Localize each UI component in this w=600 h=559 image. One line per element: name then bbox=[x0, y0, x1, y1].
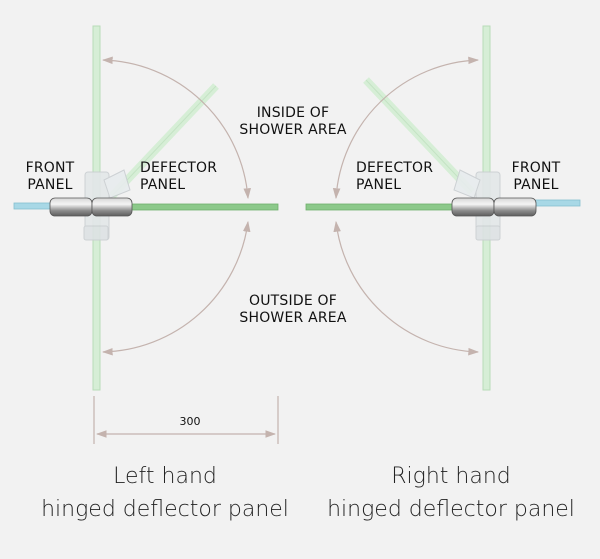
right-front-panel-label: FRONT PANEL bbox=[511, 160, 561, 193]
inside-shower-label: INSIDE OF SHOWER AREA bbox=[239, 105, 347, 138]
left-swing-arc-outside bbox=[101, 220, 251, 356]
left-hand-caption: Left hand hinged deflector panel bbox=[41, 464, 289, 522]
outside-shower-label: OUTSIDE OF SHOWER AREA bbox=[239, 293, 347, 326]
left-hand-assembly bbox=[13, 25, 279, 391]
left-defector-closed-panel bbox=[119, 203, 279, 211]
left-swing-arc-inside bbox=[101, 56, 251, 200]
left-hinge-front bbox=[49, 197, 93, 217]
dimension-line bbox=[93, 396, 279, 444]
right-hand-caption: Right hand hinged deflector panel bbox=[327, 464, 575, 522]
right-hinge-front bbox=[493, 197, 537, 217]
right-defector-closed-panel bbox=[305, 203, 463, 211]
right-defector-panel-label: DEFECTOR PANEL bbox=[356, 160, 434, 193]
right-hinge-defector bbox=[451, 197, 495, 217]
right-swing-arc-inside bbox=[332, 56, 480, 200]
right-open-panel-outside bbox=[482, 217, 491, 391]
right-hand-assembly bbox=[305, 25, 581, 391]
left-hinge-defector bbox=[91, 197, 133, 217]
dimension-value: 300 bbox=[179, 415, 201, 428]
right-swing-arc-outside bbox=[333, 220, 480, 356]
left-front-panel-label: FRONT PANEL bbox=[25, 160, 75, 193]
left-defector-panel-label: DEFECTOR PANEL bbox=[140, 160, 218, 193]
